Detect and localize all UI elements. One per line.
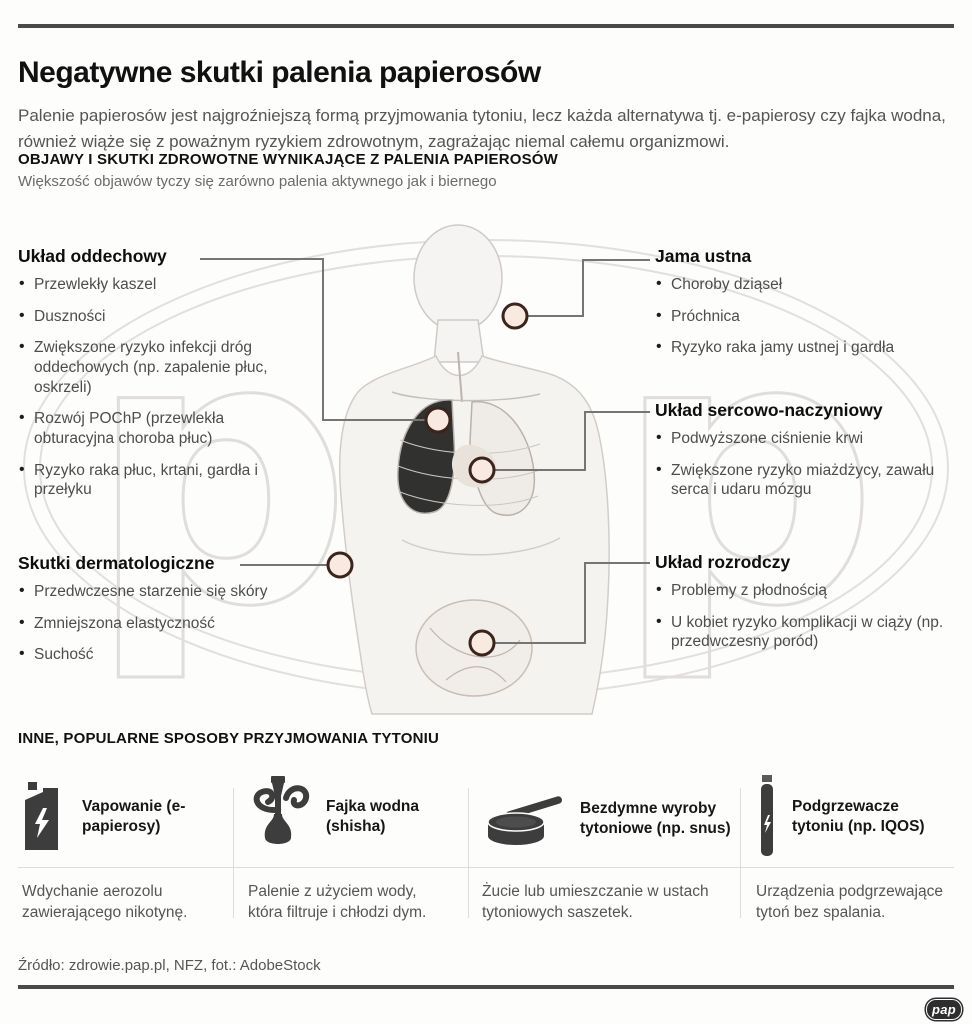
bottom-rule (18, 985, 954, 989)
list-item: Podwyższone ciśnienie krwi (655, 428, 960, 449)
vape-icon (25, 782, 58, 850)
group-dermatological: Skutki dermatologiczne Przedwczesne star… (18, 553, 318, 677)
method-vaping: Vapowanie (e-papierosy) (22, 780, 222, 854)
group-cardiovascular-list: Podwyższone ciśnienie krwi Zwiększone ry… (655, 428, 960, 500)
symptoms-section-subheading: Większość objawów tyczy się zarówno pale… (18, 173, 497, 190)
methods-divider-vertical (468, 788, 469, 918)
methods-divider-vertical (740, 788, 741, 918)
intro-paragraph: Palenie papierosów jest najgroźniejszą f… (18, 106, 946, 151)
group-dermatological-list: Przedwczesne starzenie się skóry Zmniejs… (18, 581, 318, 665)
marker-mouth (501, 302, 529, 330)
source-credit: Źródło: zdrowie.pap.pl, NFZ, fot.: Adobe… (18, 957, 321, 974)
list-item: Problemy z płodnością (655, 580, 960, 601)
methods-divider-horizontal (18, 867, 954, 868)
list-item: Ryzyko raka płuc, krtani, gardła i przeł… (18, 460, 290, 500)
marker-lungs (424, 406, 452, 434)
group-respiratory-list: Przewlekły kaszel Duszności Zwiększone r… (18, 274, 290, 500)
group-dermatological-title: Skutki dermatologiczne (18, 553, 215, 573)
method-label: Vapowanie (e-papierosy) (82, 797, 186, 835)
group-cardiovascular: Układ sercowo-naczyniowy Podwyższone ciś… (655, 400, 960, 512)
list-item: Suchość (18, 644, 318, 665)
group-reproductive-title: Układ rozrodczy (655, 552, 791, 572)
list-item: Zwiększone ryzyko infekcji dróg oddechow… (18, 337, 290, 397)
group-reproductive-list: Problemy z płodnością U kobiet ryzyko ko… (655, 580, 960, 652)
group-respiratory: Układ oddechowy Przewlekły kaszel Duszno… (18, 246, 290, 512)
method-description: Żucie lub umieszczanie w ustach tytoniow… (482, 883, 709, 921)
group-cardiovascular-title: Układ sercowo-naczyniowy (655, 400, 883, 420)
method-description: Palenie z użyciem wody, która filtruje i… (248, 883, 427, 921)
list-item: Duszności (18, 306, 290, 327)
methods-section-heading: INNE, POPULARNE SPOSOBY PRZYJMOWANIA TYT… (18, 730, 440, 747)
connector-respiratory (200, 258, 426, 421)
marker-pelvis (468, 629, 496, 657)
symptoms-section-heading: OBJAWY I SKUTKI ZDROWOTNE WYNIKAJĄCE Z P… (18, 151, 559, 168)
hookah-icon (253, 776, 310, 844)
group-oral-list: Choroby dziąseł Próchnica Ryzyko raka ja… (655, 274, 955, 358)
iqos-icon (761, 775, 773, 856)
list-item: Zmniejszona elastyczność (18, 613, 318, 634)
pap-agency-logo: pap (926, 999, 962, 1020)
connector-oral (527, 259, 650, 317)
list-item: Zwiększone ryzyko miażdżycy, zawału serc… (655, 460, 960, 500)
list-item: Ryzyko raka jamy ustnej i gardła (655, 337, 955, 358)
marker-skin (326, 551, 354, 579)
list-item: Próchnica (655, 306, 955, 327)
snus-tin-icon (487, 794, 564, 845)
page-title: Negatywne skutki palenia papierosów (18, 56, 541, 90)
method-label: Bezdymne wyroby tytoniowe (np. snus) (580, 799, 731, 837)
top-rule (18, 24, 954, 28)
method-description: Wdychanie aerozolu zawierającego nikotyn… (22, 883, 188, 921)
group-respiratory-title: Układ oddechowy (18, 246, 167, 266)
method-hookah: Fajka wodna (shisha) (248, 776, 458, 858)
list-item: U kobiet ryzyko komplikacji w ciąży (np.… (655, 612, 960, 652)
connector-reproductive (494, 562, 650, 644)
list-item: Choroby dziąseł (655, 274, 955, 295)
list-item: Przedwczesne starzenie się skóry (18, 581, 318, 602)
method-description: Urządzenia podgrzewające tytoń bez spala… (756, 883, 943, 921)
group-oral: Jama ustna Choroby dziąseł Próchnica Ryz… (655, 246, 955, 370)
list-item: Rozwój POChP (przewlekła obturacyjna cho… (18, 408, 290, 448)
method-label: Podgrzewacze tytoniu (np. IQOS) (792, 797, 925, 835)
marker-heart (468, 456, 496, 484)
connector-lines (200, 258, 650, 644)
group-oral-title: Jama ustna (655, 246, 752, 266)
methods-divider-vertical (233, 788, 234, 918)
method-label: Fajka wodna (shisha) (326, 797, 420, 835)
point-markers (326, 302, 529, 657)
connector-cardiovascular (494, 411, 650, 471)
method-heated-tobacco: Podgrzewacze tytoniu (np. IQOS) (756, 775, 951, 859)
list-item: Przewlekły kaszel (18, 274, 290, 295)
method-smokeless: Bezdymne wyroby tytoniowe (np. snus) (482, 790, 732, 848)
group-reproductive: Układ rozrodczy Problemy z płodnością U … (655, 552, 960, 664)
